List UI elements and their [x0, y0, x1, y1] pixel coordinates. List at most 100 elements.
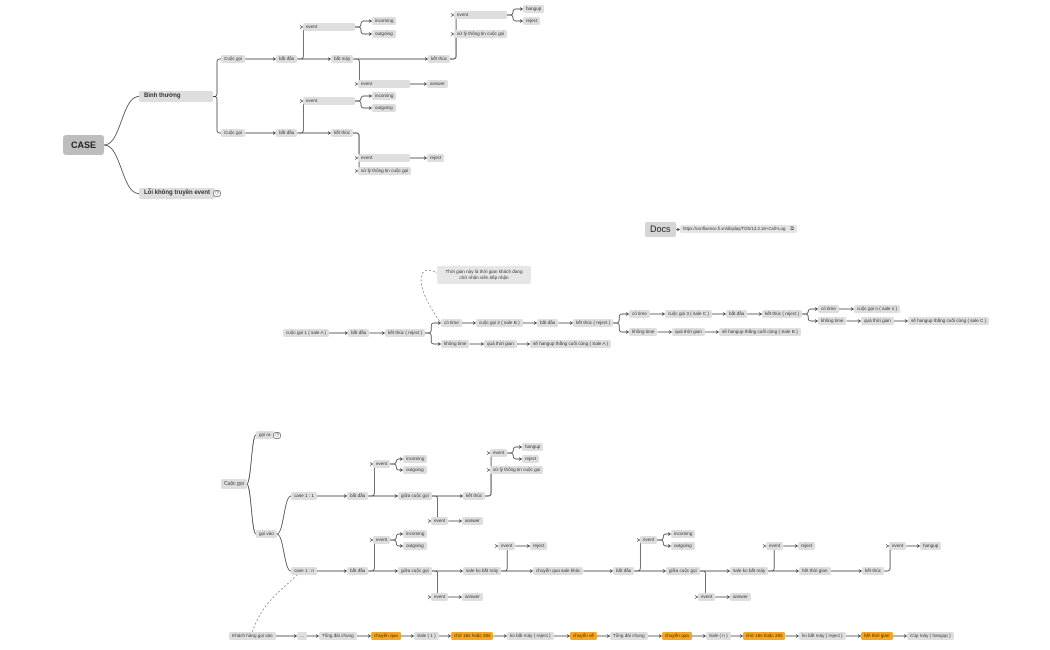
node-call2[interactable]: cuộc gọi 2 ( sale B ) [476, 319, 523, 327]
node-cf-event-2[interactable]: event [431, 517, 449, 525]
node-cf-hangup-1[interactable]: hangup [522, 443, 544, 451]
docs-link[interactable]: https://confluence.fi.vn/display/TOS/13.… [680, 225, 797, 233]
node-answer-1[interactable]: answer [427, 80, 448, 88]
node-calln[interactable]: cuộc gọi n ( sale n ) [854, 305, 901, 313]
node-case-root[interactable]: CASE [63, 135, 105, 155]
node-call1[interactable]: cuộc gọi 1 ( sale A ) [283, 329, 330, 337]
timeline-step-sale-n[interactable]: Sale ( n ) [706, 632, 731, 640]
node-notime-3[interactable]: không time [818, 317, 847, 325]
node-cf-incoming-2[interactable]: incoming [403, 530, 428, 538]
timeline-step-wait-1[interactable]: chờ 15s hoặc 20s [451, 632, 494, 640]
timeline-step-reject-2[interactable]: ko bắt máy ( reject ) [799, 632, 846, 640]
timeline-step-switchboard-2[interactable]: Tổng đài chung [610, 632, 648, 640]
node-end-1[interactable]: kết thúc [428, 55, 451, 63]
node-hangup-1[interactable]: hangup [523, 5, 545, 13]
node-process-2[interactable]: xử lý thông tin cuộc gọi [358, 167, 412, 175]
node-hangup-b[interactable]: sẽ hangup thằng cuối cùng ( Sale B ) [719, 328, 801, 336]
timeline-step-ellipsis[interactable]: ... [297, 632, 307, 640]
timeline-step-transfer-2[interactable]: chuyển qua [662, 632, 692, 640]
node-event-1[interactable]: event [303, 23, 355, 31]
node-error[interactable]: Lỗi không truyền event [139, 188, 216, 199]
node-reject-1[interactable]: reject [523, 17, 541, 25]
node-event-2[interactable]: event [358, 80, 410, 88]
node-cf-event-3[interactable]: event [490, 449, 508, 457]
node-tf-end-1[interactable]: kết thúc ( reject ) [385, 329, 426, 337]
node-cf-reject-1[interactable]: reject [522, 455, 540, 463]
node-case1[interactable]: case 1 : 1 [291, 492, 317, 500]
node-cf-answer-3[interactable]: answer [730, 593, 751, 601]
node-end-2[interactable]: kết thúc [331, 129, 354, 137]
node-cf-answer-2[interactable]: answer [462, 593, 483, 601]
node-cf-event-5[interactable]: event [431, 593, 449, 601]
node-cf-reject-2[interactable]: reject [530, 542, 548, 550]
node-cf-noanswer-1[interactable]: sale ko bắt máy [463, 567, 502, 575]
node-inbound[interactable]: gọi vào [256, 530, 277, 538]
node-start-1[interactable]: bắt đầu [276, 55, 298, 63]
node-docs[interactable]: Docs [645, 222, 676, 237]
node-cf-during-3[interactable]: giữa cuộc gọi [666, 567, 700, 575]
node-outgoing-1[interactable]: outgoing [372, 30, 396, 38]
external-link-icon[interactable]: ⧉ [790, 226, 794, 232]
node-cf-start-2[interactable]: bắt đầu [347, 567, 369, 575]
node-process-1[interactable]: xử lý thông tin cuộc gọi [454, 30, 508, 38]
comment-icon[interactable]: ◷ [213, 190, 222, 197]
timeline-step-return[interactable]: chuyển về [570, 632, 597, 640]
timeline-step-timeout[interactable]: hết thời gian [861, 632, 893, 640]
node-cf-timeout[interactable]: hết thời gian [799, 567, 831, 575]
node-incoming-1[interactable]: incoming [372, 17, 397, 25]
node-normal[interactable]: Bình thường [139, 91, 213, 102]
node-cf-during-2[interactable]: giữa cuộc gọi [398, 567, 432, 575]
node-event-5[interactable]: event [358, 154, 410, 162]
node-cf-hangup-2[interactable]: hangup [920, 542, 942, 550]
timeline-step-switchboard-1[interactable]: Tổng đài chung [319, 632, 357, 640]
timeline-step-customer-calls[interactable]: Khách hàng gọi vào [229, 632, 276, 640]
node-cf-event-9[interactable]: event [766, 542, 784, 550]
docs-url[interactable]: https://confluence.fi.vn/display/TOS/13.… [683, 226, 786, 231]
timeline-step-transfer-1[interactable]: chuyển qua [371, 632, 401, 640]
node-outbound[interactable]: gọi ra [256, 431, 274, 439]
node-cf-outgoing-2[interactable]: outgoing [403, 542, 427, 550]
node-cf-event-1[interactable]: event [373, 460, 391, 468]
node-tf-start-1[interactable]: bắt đầu [348, 329, 370, 337]
node-cf-answer-1[interactable]: answer [462, 517, 483, 525]
node-cf-event-10[interactable]: event [889, 542, 907, 550]
node-event-4[interactable]: event [303, 97, 355, 105]
node-hangup-a[interactable]: sẽ hangup thằng cuối cùng ( Sale A ) [530, 340, 612, 348]
node-incoming-2[interactable]: incoming [372, 92, 397, 100]
node-hangup-c[interactable]: sẽ hangup thằng cuối cùng ( sale C ) [908, 317, 990, 325]
node-start-2[interactable]: bắt đầu [276, 129, 298, 137]
node-tf-start-2[interactable]: bắt đầu [537, 319, 559, 327]
node-cf-event-7[interactable]: event [640, 536, 658, 544]
timeline-step-sale-1[interactable]: Sale ( 1 ) [414, 632, 439, 640]
node-tf-end-2[interactable]: kết thúc ( reject ) [573, 319, 614, 327]
node-cf-call[interactable]: Cuộc gọi [221, 479, 247, 489]
node-reject-2[interactable]: reject [427, 154, 445, 162]
node-waiting-note[interactable]: Thời gian này là thời gian khách đang ch… [437, 266, 531, 284]
node-cf-incoming-1[interactable]: incoming [403, 455, 428, 463]
node-event-3[interactable]: event [454, 11, 507, 19]
node-hastime-2[interactable]: có time [629, 310, 650, 318]
node-overtime-2[interactable]: quá thời gian [672, 328, 705, 336]
node-overtime-1[interactable]: quá thời gian [484, 340, 517, 348]
node-notime-1[interactable]: không time [441, 340, 470, 348]
node-tf-end-3[interactable]: kết thúc ( reject ) [762, 310, 803, 318]
timeline-step-hangup[interactable]: Cúp máy ( hangup ) [907, 632, 954, 640]
node-cf-event-8[interactable]: event [698, 593, 716, 601]
node-notime-2[interactable]: không time [629, 328, 658, 336]
timeline-step-reject-1[interactable]: ko bắt máy ( reject ) [507, 632, 554, 640]
node-cf-start-1[interactable]: bắt đầu [347, 492, 369, 500]
node-cf-event-6[interactable]: event [498, 542, 516, 550]
node-cf-reject-3[interactable]: reject [798, 542, 816, 550]
node-call-2[interactable]: Cuộc gọi [221, 129, 246, 137]
node-call-1[interactable]: Cuộc gọi [221, 55, 246, 63]
node-cf-end-2[interactable]: kết thúc [862, 567, 885, 575]
node-cf-transfer[interactable]: chuyển qua sale khác [533, 567, 584, 575]
node-cf-process[interactable]: xử lý thông tin cuộc gọi [490, 466, 544, 474]
node-outgoing-2[interactable]: outgoing [372, 104, 396, 112]
node-cf-during-1[interactable]: giữa cuộc gọi [398, 492, 432, 500]
node-cf-end-1[interactable]: kết thúc [463, 492, 486, 500]
node-overtime-3[interactable]: quá thời gian [861, 317, 894, 325]
node-pickup[interactable]: bắt máy [331, 55, 354, 63]
node-hastime-3[interactable]: có time [818, 305, 839, 313]
node-tf-start-3[interactable]: bắt đầu [726, 310, 748, 318]
